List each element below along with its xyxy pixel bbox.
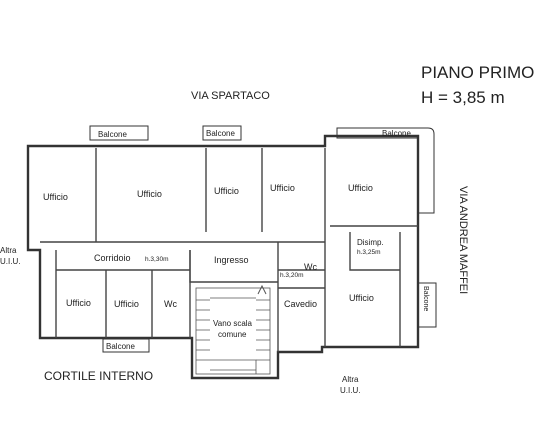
street-north: VIA SPARTACO (191, 90, 270, 102)
balcony-3: Balcone (382, 129, 411, 138)
room-ufficio-6: Ufficio (66, 298, 91, 308)
neighbor-west-2: U.I.U. (0, 257, 20, 266)
room-ufficio-4: Ufficio (270, 183, 295, 193)
room-ufficio-7: Ufficio (114, 299, 139, 309)
balcony-4: Balcone (422, 286, 429, 311)
neighbor-west-1: Altra (0, 246, 17, 255)
room-vano-scala-1: Vano scala (213, 319, 253, 328)
street-east: VIA ANDREA MAFFEI (457, 186, 469, 294)
room-ingresso: Ingresso (214, 255, 249, 265)
room-ufficio-1: Ufficio (43, 192, 68, 202)
room-corridoio: Corridoio (94, 253, 131, 263)
balcony-2: Balcone (206, 129, 235, 138)
neighbor-south-1: Altra (342, 375, 359, 384)
room-wc-2: Wc (304, 262, 317, 272)
wall-disimp (349, 232, 400, 271)
room-disimp: Disimp. (357, 238, 384, 247)
room-vano-scala-2: comune (218, 330, 247, 339)
balcony-1: Balcone (98, 130, 127, 139)
balcony-outline-3 (336, 127, 435, 214)
staircase (195, 284, 271, 375)
room-ufficio-3: Ufficio (214, 186, 239, 196)
room-wc-2-height: h.3,20m (280, 272, 304, 279)
room-ufficio-8: Ufficio (349, 293, 374, 303)
floor-title: PIANO PRIMO (421, 63, 534, 82)
balcony-5: Balcone (106, 342, 135, 351)
room-ufficio-2: Ufficio (137, 189, 162, 199)
room-wc-1: Wc (164, 299, 177, 309)
floor-height: H = 3,85 m (421, 88, 505, 107)
balcony-outline-2 (202, 125, 242, 141)
balcony-outline-1 (89, 125, 149, 141)
room-cavedio: Cavedio (284, 299, 317, 309)
wall-ingresso (189, 250, 278, 283)
neighbor-south-2: U.I.U. (340, 386, 360, 395)
courtyard: CORTILE INTERNO (44, 369, 153, 383)
room-disimp-height: h.3,25m (357, 249, 381, 256)
room-corridoio-height: h.3,30m (145, 256, 169, 263)
room-ufficio-5: Ufficio (348, 183, 373, 193)
